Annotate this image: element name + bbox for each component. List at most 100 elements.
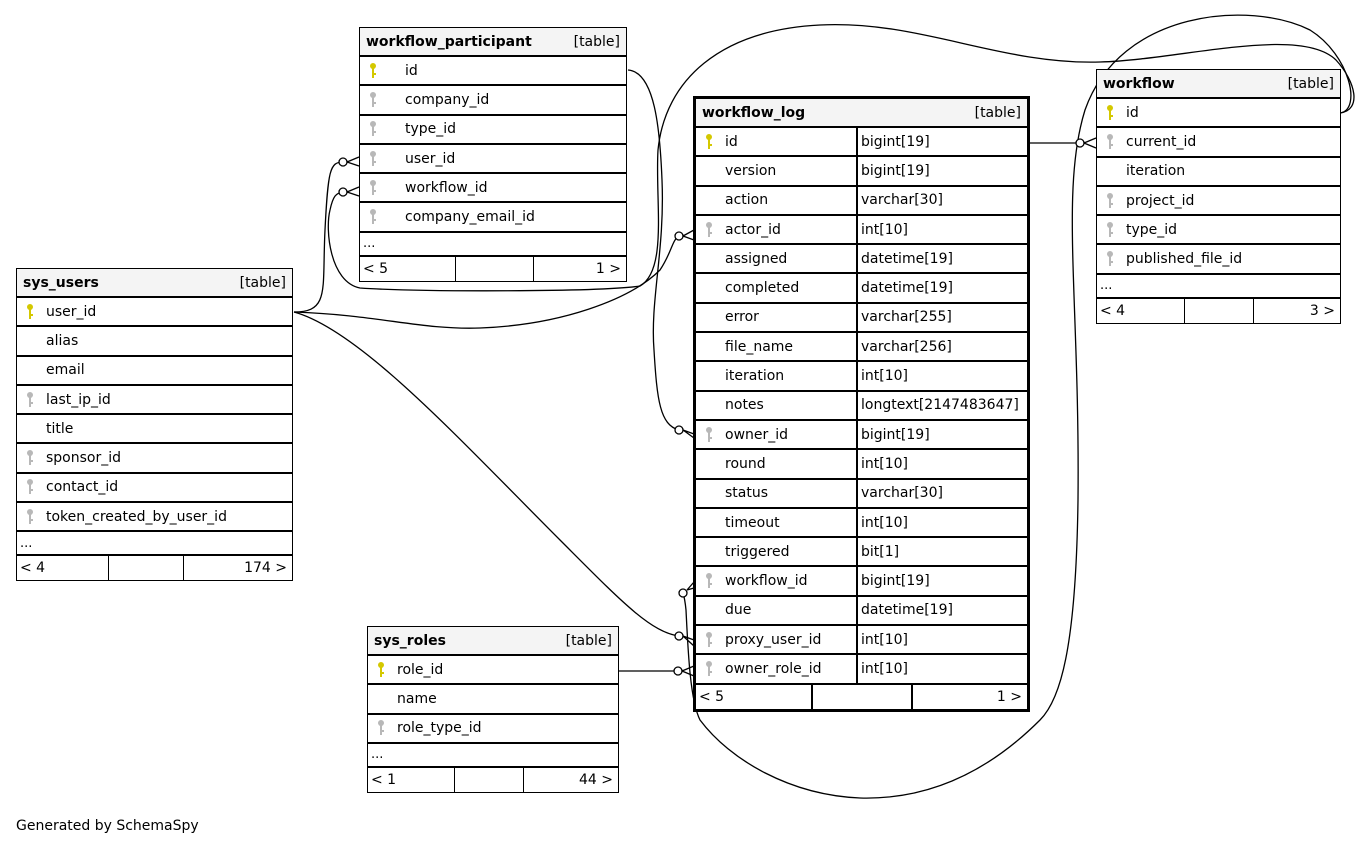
- column-name[interactable]: project_id: [1126, 192, 1195, 209]
- column-name[interactable]: iteration: [1126, 163, 1186, 180]
- children-count[interactable]: 1 >: [996, 688, 1022, 705]
- parents-count[interactable]: < 5: [360, 256, 456, 281]
- table-header[interactable]: sys_users [table]: [17, 269, 292, 298]
- parents-count[interactable]: < 5: [696, 684, 813, 709]
- column-name[interactable]: email: [46, 362, 85, 379]
- column-row[interactable]: type_id: [1097, 216, 1340, 246]
- column-name[interactable]: file_name: [725, 338, 794, 355]
- column-row[interactable]: role_type_id: [368, 715, 618, 744]
- table-name[interactable]: sys_roles: [374, 632, 446, 649]
- parents-count[interactable]: < 4: [17, 556, 109, 581]
- children-count[interactable]: 3 >: [1309, 302, 1335, 319]
- column-name[interactable]: contact_id: [46, 479, 119, 496]
- column-row[interactable]: id: [1097, 99, 1340, 129]
- column-name[interactable]: type_id: [1126, 221, 1178, 238]
- column-name[interactable]: notes: [725, 397, 764, 414]
- column-name[interactable]: published_file_id: [1126, 251, 1243, 268]
- table-header[interactable]: workflow_participant [table]: [360, 28, 626, 57]
- table-workflow[interactable]: workflow [table] id current_id iteration pr…: [1096, 69, 1341, 324]
- column-name[interactable]: user_id: [405, 150, 456, 167]
- column-row[interactable]: current_id: [1097, 128, 1340, 158]
- column-name[interactable]: triggered: [725, 543, 790, 560]
- column-row[interactable]: contact_id: [17, 474, 292, 504]
- table-name[interactable]: sys_users: [23, 274, 99, 291]
- children-count[interactable]: 1 >: [595, 260, 621, 277]
- column-name[interactable]: proxy_user_id: [725, 631, 822, 648]
- column-name[interactable]: iteration: [725, 368, 785, 385]
- column-name[interactable]: role_id: [397, 661, 444, 678]
- column-name[interactable]: id: [725, 133, 738, 150]
- column-row[interactable]: email: [17, 357, 292, 386]
- column-name[interactable]: timeout: [725, 514, 780, 531]
- column-row[interactable]: name: [368, 685, 618, 715]
- table-header[interactable]: workflow_log [table]: [696, 99, 1027, 128]
- column-row[interactable]: token_created_by_user_id: [17, 503, 292, 533]
- column-name[interactable]: version: [725, 162, 777, 179]
- children-count[interactable]: 44 >: [579, 771, 613, 788]
- column-name[interactable]: alias: [46, 332, 79, 349]
- column-row[interactable]: user_id: [360, 145, 626, 175]
- column-row[interactable]: iteration: [1097, 158, 1340, 187]
- parents-count[interactable]: < 4: [1097, 298, 1185, 323]
- column-name[interactable]: due: [725, 602, 752, 619]
- table-header[interactable]: sys_roles [table]: [368, 627, 618, 656]
- column-name[interactable]: round: [725, 455, 766, 472]
- column-row[interactable]: workflow_id: [360, 174, 626, 204]
- column-row[interactable]: company_id: [360, 86, 626, 116]
- column-name[interactable]: workflow_id: [405, 179, 488, 196]
- table-header[interactable]: workflow [table]: [1097, 70, 1340, 99]
- column-name[interactable]: completed: [725, 280, 800, 297]
- column-name[interactable]: company_id: [405, 91, 490, 108]
- column-name[interactable]: title: [46, 420, 74, 437]
- column-row[interactable]: published_file_id: [1097, 245, 1340, 275]
- column-name[interactable]: sponsor_id: [46, 450, 122, 467]
- column-name[interactable]: role_type_id: [397, 720, 482, 737]
- column-name[interactable]: owner_id: [725, 426, 789, 443]
- table-workflow-participant[interactable]: workflow_participant [table] id company_i…: [359, 27, 627, 282]
- column-row[interactable]: sponsor_id: [17, 444, 292, 474]
- column-name[interactable]: error: [725, 309, 759, 326]
- column-name[interactable]: actor_id: [725, 221, 781, 238]
- table-name[interactable]: workflow_participant: [366, 33, 532, 50]
- column-row[interactable]: user_id: [17, 298, 292, 328]
- column-name[interactable]: id: [405, 62, 418, 79]
- column-name[interactable]: user_id: [46, 303, 97, 320]
- column-name[interactable]: name: [397, 690, 437, 707]
- column-name[interactable]: action: [725, 192, 769, 209]
- table-name[interactable]: workflow: [1103, 75, 1175, 92]
- column-row[interactable]: title: [17, 415, 292, 445]
- column-name[interactable]: id: [1126, 104, 1139, 121]
- column-row[interactable]: company_email_id: [360, 203, 626, 233]
- column-name[interactable]: workflow_id: [725, 573, 808, 590]
- column-row[interactable]: type_id: [360, 116, 626, 145]
- column-row[interactable]: role_id: [368, 656, 618, 686]
- column-name[interactable]: type_id: [405, 121, 457, 138]
- column-name[interactable]: company_email_id: [405, 209, 535, 226]
- column-name[interactable]: last_ip_id: [46, 391, 111, 408]
- table-name[interactable]: workflow_log: [702, 104, 806, 121]
- column-row[interactable]: last_ip_id: [17, 386, 292, 416]
- column-name[interactable]: owner_role_id: [725, 660, 822, 677]
